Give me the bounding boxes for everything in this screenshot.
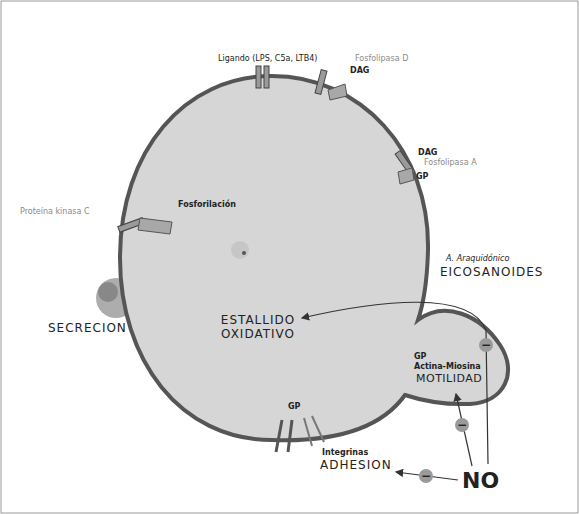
enzyme-label: Fosfolipasa A: [424, 158, 477, 167]
integrin: [312, 416, 324, 442]
inhibit-circle: [479, 338, 493, 352]
inhibit-sign: −: [419, 469, 433, 483]
protein-label: GP: [414, 352, 426, 361]
cell-dot: [242, 251, 246, 255]
inhibit-sign: −: [479, 338, 493, 352]
inhibit-sign: −: [455, 418, 469, 432]
molecule-label: A. Araquidónico: [446, 254, 509, 263]
kinase: [138, 218, 172, 234]
nucleus-shade: [231, 241, 249, 259]
integrin: [288, 420, 292, 452]
receptor: [256, 66, 261, 88]
protein-label: GP: [416, 172, 428, 181]
inhibit-circle: [419, 469, 433, 483]
inhibition-line: [302, 302, 488, 464]
ligand-label: Ligando (LPS, C5a, LTB4): [218, 54, 317, 63]
enzyme: [328, 84, 347, 100]
process-label: Fosforilación: [178, 200, 236, 209]
enzyme: [398, 168, 414, 184]
protein-label: Integrinas: [322, 448, 368, 457]
function-label: MOTILIDAD: [416, 373, 482, 386]
secretion-granule: [98, 282, 118, 302]
function-label: SECRECION: [48, 322, 127, 336]
function-label: EICOSANOIDES: [440, 266, 543, 280]
enzyme-label: Fosfolipasa D: [355, 54, 408, 63]
protein-label: GP: [288, 402, 300, 411]
inhibit-circle: [455, 418, 469, 432]
integrin: [276, 420, 282, 452]
molecule-label: DAG: [350, 66, 369, 75]
enzyme-label: Proteína kinasa C: [20, 207, 90, 216]
molecule-label: DAG: [418, 148, 437, 157]
molecule-label: NO: [462, 468, 499, 493]
protein-label: Actina-Miosina: [414, 362, 481, 371]
inhibition-line: [456, 394, 472, 466]
integrin: [304, 418, 312, 446]
receptor: [315, 70, 327, 95]
function-label: ESTALLIDO OXIDATIVO: [210, 314, 306, 342]
receptor: [264, 66, 269, 88]
function-label: ADHESION: [320, 459, 392, 473]
